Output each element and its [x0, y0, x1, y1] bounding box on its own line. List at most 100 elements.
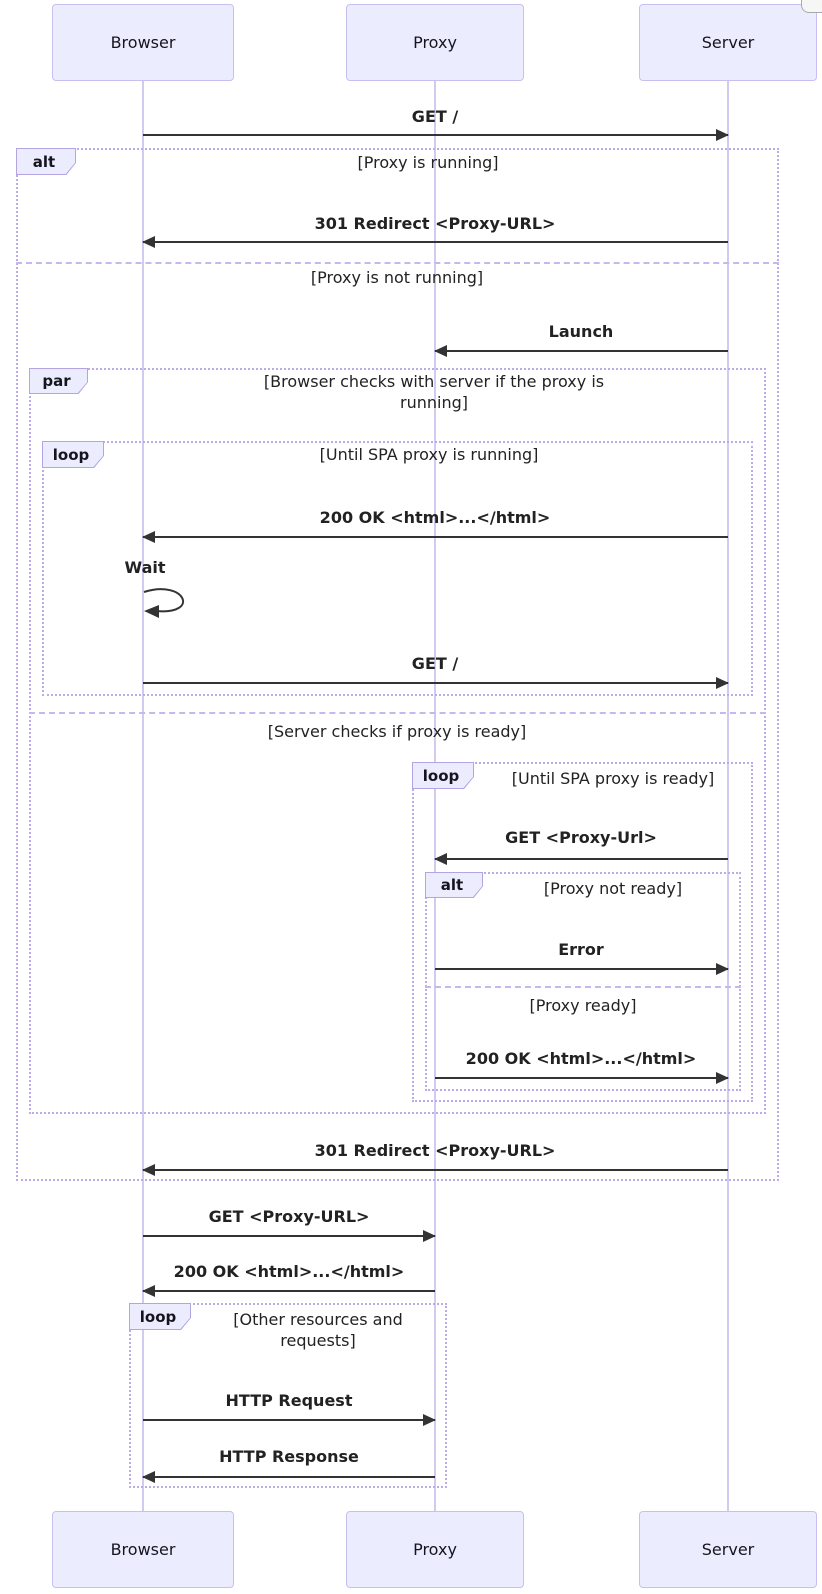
- frame-loop-requests: [129, 1303, 447, 1488]
- arrow-line: [143, 1235, 435, 1237]
- arrowhead-left-icon: [142, 1285, 155, 1297]
- message-arrow-server-to-browser: [142, 531, 728, 543]
- arrow-line: [143, 1169, 728, 1171]
- arrowhead-right-icon: [423, 1230, 436, 1242]
- frame-label-fill: [17, 149, 75, 174]
- message-label: HTTP Request: [225, 1391, 353, 1410]
- condition-loop-requests: [Other resources and requests]: [233, 1310, 403, 1350]
- frame-par: [29, 368, 766, 1114]
- actor-server-top: Server: [639, 4, 817, 81]
- actor-browser-bottom: Browser: [52, 1511, 234, 1588]
- corner-widget: [801, 0, 822, 13]
- arrowhead-left-icon: [142, 236, 155, 248]
- message-label: 301 Redirect <Proxy-URL>: [314, 1141, 556, 1160]
- condition-alt-outer-else: [Proxy is not running]: [310, 268, 484, 287]
- frame-label-text: loop: [422, 766, 460, 785]
- divider-alt-inner-else: [425, 986, 741, 988]
- condition-alt-inner: [Proxy not ready]: [543, 879, 683, 898]
- arrow-line: [435, 350, 728, 352]
- frame-label-loop-requests: loop: [129, 1303, 191, 1330]
- arrowhead-right-icon: [716, 677, 729, 689]
- arrowhead-left-icon: [142, 1471, 155, 1483]
- condition-loop-server: [Until SPA proxy is ready]: [511, 769, 715, 788]
- message-arrow-server-to-browser: [142, 1164, 728, 1176]
- frame-label-fill: [43, 442, 103, 467]
- condition-par-section2: [Server checks if proxy is ready]: [267, 722, 527, 741]
- arrow-line: [143, 1419, 435, 1421]
- frame-label-fill: [413, 763, 473, 788]
- message-arrow-server-to-proxy: [434, 853, 728, 865]
- lifeline-browser: [142, 80, 144, 1512]
- frame-label-loop-server: loop: [412, 762, 474, 789]
- arrow-line: [143, 536, 728, 538]
- frame-label-text: loop: [52, 445, 90, 464]
- arrowhead-left-icon: [142, 531, 155, 543]
- message-label: GET <Proxy-URL>: [208, 1207, 370, 1226]
- message-label: GET /: [411, 107, 459, 126]
- arrowhead-right-icon: [716, 1072, 729, 1084]
- message-label: 200 OK <html>...</html>: [465, 1049, 697, 1068]
- message-label-self: Wait: [124, 558, 166, 577]
- arrow-line: [435, 1077, 728, 1079]
- arrow-line: [435, 968, 728, 970]
- arrow-line: [143, 682, 728, 684]
- arrow-line: [143, 134, 728, 136]
- message-label: Error: [558, 940, 604, 959]
- self-message-loop-icon: [143, 588, 185, 618]
- arrowhead-left-icon: [434, 345, 447, 357]
- frame-label-alt-outer: alt: [16, 148, 76, 175]
- condition-alt-outer: [Proxy is running]: [357, 153, 499, 172]
- message-arrow-server-to-browser: [142, 236, 728, 248]
- divider-par-section: [29, 712, 766, 714]
- message-label: 200 OK <html>...</html>: [319, 508, 551, 527]
- arrowhead-right-icon: [423, 1414, 436, 1426]
- actor-server-bottom: Server: [639, 1511, 817, 1588]
- arrowhead-right-icon: [716, 129, 729, 141]
- frame-alt-outer: [16, 148, 779, 1181]
- message-arrow-proxy-to-browser: [142, 1285, 435, 1297]
- frame-label-text: alt: [440, 876, 464, 894]
- arrow-line: [143, 1290, 435, 1292]
- condition-loop-browser: [Until SPA proxy is running]: [319, 445, 539, 464]
- message-arrow-browser-to-proxy: [143, 1230, 436, 1242]
- message-arrow-proxy-to-server: [435, 1072, 729, 1084]
- arrowhead-left-icon: [142, 1164, 155, 1176]
- actor-proxy-top: Proxy: [346, 4, 524, 81]
- frame-alt-inner: [425, 872, 741, 1091]
- arrow-line: [143, 1476, 435, 1478]
- message-label: GET /: [411, 654, 459, 673]
- divider-alt-outer-else: [16, 262, 779, 264]
- message-label: GET <Proxy-Url>: [505, 828, 657, 847]
- message-arrow-browser-to-server: [143, 129, 729, 141]
- frame-label-text: par: [42, 372, 71, 390]
- lifeline-proxy: [434, 80, 436, 1512]
- frame-label-fill: [426, 873, 482, 897]
- message-arrow-browser-to-proxy: [143, 1414, 436, 1426]
- message-arrow-server-to-proxy: [434, 345, 728, 357]
- frame-label-fill: [130, 1304, 190, 1329]
- frame-label-alt-inner: alt: [425, 872, 483, 898]
- condition-par: [Browser checks with server if the proxy…: [263, 372, 605, 412]
- message-arrow-proxy-to-server: [435, 963, 729, 975]
- message-label: Launch: [548, 322, 614, 341]
- frame-label-fill: [30, 369, 87, 393]
- arrow-line: [435, 858, 728, 860]
- lifeline-server: [727, 80, 729, 1512]
- message-label: HTTP Response: [219, 1447, 359, 1466]
- message-arrow-proxy-to-browser: [142, 1471, 435, 1483]
- message-arrow-browser-to-server: [143, 677, 729, 689]
- message-label: 301 Redirect <Proxy-URL>: [314, 214, 556, 233]
- arrowhead-left-icon: [434, 853, 447, 865]
- frame-label-loop-browser: loop: [42, 441, 104, 468]
- condition-alt-inner-else: [Proxy ready]: [529, 996, 637, 1015]
- message-label: 200 OK <html>...</html>: [173, 1262, 405, 1281]
- frame-label-par: par: [29, 368, 88, 394]
- actor-browser-top: Browser: [52, 4, 234, 81]
- frame-loop-browser: [42, 441, 753, 696]
- frame-loop-server: [412, 762, 753, 1102]
- frame-label-text: alt: [32, 152, 56, 171]
- frame-label-text: loop: [139, 1307, 177, 1326]
- arrowhead-right-icon: [716, 963, 729, 975]
- arrow-line: [143, 241, 728, 243]
